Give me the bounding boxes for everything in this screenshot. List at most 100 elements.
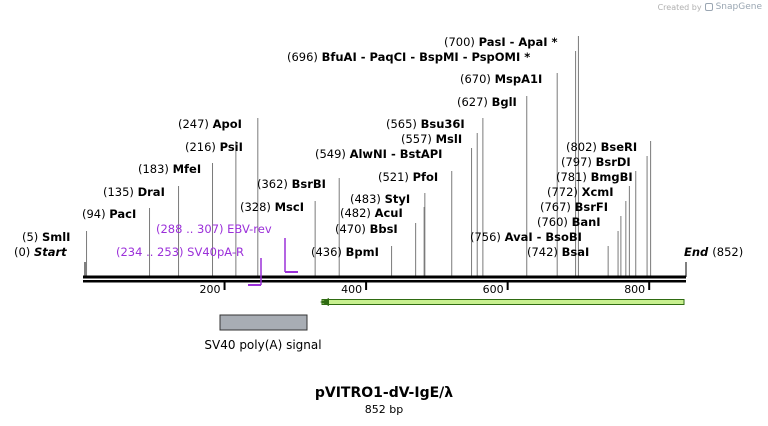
site-position: (183) bbox=[138, 162, 173, 176]
site-name: BsrBI bbox=[292, 177, 326, 191]
site-position: (549) bbox=[315, 147, 350, 161]
site-name: AvaI - BsoBI bbox=[505, 230, 582, 244]
site-position: (700) bbox=[444, 35, 479, 49]
site-label: (696) BfuAI - PaqCI - BspMI - PspOMI * bbox=[287, 50, 530, 64]
site-label: (760) BanI bbox=[537, 215, 601, 229]
site-label: (94) PacI bbox=[82, 207, 136, 221]
site-name: BanI bbox=[572, 215, 601, 229]
site-position: (94) bbox=[82, 207, 109, 221]
site-position: (557) bbox=[401, 132, 436, 146]
primer-label: (234 .. 253) SV40pA-R bbox=[116, 245, 244, 259]
snapgene-logo-icon bbox=[704, 3, 713, 11]
site-position: (5) bbox=[22, 230, 42, 244]
site-label: (521) PfoI bbox=[378, 170, 438, 184]
site-label: (670) MspA1I bbox=[460, 72, 542, 86]
primer-range: (288 .. 307) bbox=[156, 222, 227, 236]
site-name: DraI bbox=[138, 185, 165, 199]
backbone-top-strand bbox=[83, 275, 686, 279]
site-name: AcuI bbox=[375, 206, 403, 220]
site-label: (772) XcmI bbox=[547, 185, 614, 199]
start-label: (0) Start bbox=[14, 245, 67, 259]
site-name: PacI bbox=[109, 207, 136, 221]
site-label: (247) ApoI bbox=[178, 117, 242, 131]
site-label: (802) BseRI bbox=[566, 140, 637, 154]
site-label: (216) PsiI bbox=[185, 140, 243, 154]
site-name: ApoI bbox=[213, 117, 242, 131]
credit-text: Created by bbox=[657, 2, 702, 12]
site-position: (565) bbox=[386, 117, 421, 131]
orf-arrow bbox=[321, 299, 685, 305]
site-name: AlwNI - BstAPI bbox=[350, 147, 443, 161]
plasmid-length: 852 bp bbox=[364, 403, 404, 416]
site-position: (627) bbox=[457, 95, 492, 109]
site-label: (135) DraI bbox=[103, 185, 165, 199]
site-label: (470) BbsI bbox=[335, 222, 398, 236]
site-position: (797) bbox=[561, 155, 596, 169]
site-position: (216) bbox=[185, 140, 220, 154]
start-name: Start bbox=[34, 245, 67, 259]
site-name: Bsu36I bbox=[421, 117, 465, 131]
backbone-bottom-strand bbox=[83, 280, 686, 283]
site-label: (781) BmgBI bbox=[556, 170, 633, 184]
end-label: End (852) bbox=[684, 245, 743, 259]
site-name: PsiI bbox=[220, 140, 243, 154]
site-label: (767) BsrFI bbox=[540, 200, 608, 214]
primer-name: EBV-rev bbox=[227, 222, 272, 236]
site-position: (756) bbox=[470, 230, 505, 244]
site-name: BsrFI bbox=[575, 200, 608, 214]
ruler-tick-label: 600 bbox=[483, 283, 504, 296]
site-position: (470) bbox=[335, 222, 370, 236]
site-position: (760) bbox=[537, 215, 572, 229]
site-label: (362) BsrBI bbox=[257, 177, 326, 191]
primer-range: (234 .. 253) bbox=[116, 245, 187, 259]
site-label: (183) MfeI bbox=[138, 162, 201, 176]
site-name: BfuAI - PaqCI - BspMI - PspOMI * bbox=[322, 50, 531, 64]
site-position: (781) bbox=[556, 170, 591, 184]
site-position: (802) bbox=[566, 140, 601, 154]
site-position: (521) bbox=[378, 170, 413, 184]
orf-arrowhead bbox=[320, 298, 329, 306]
ruler-tick-label: 800 bbox=[624, 283, 645, 296]
start-position: (0) bbox=[14, 245, 34, 259]
site-name: MscI bbox=[275, 200, 304, 214]
site-position: (482) bbox=[340, 206, 375, 220]
site-position: (436) bbox=[311, 245, 346, 259]
site-name: BpmI bbox=[346, 245, 379, 259]
ruler-tick-label: 200 bbox=[200, 283, 221, 296]
site-position: (483) bbox=[350, 192, 385, 206]
primer-label: (288 .. 307) EBV-rev bbox=[156, 222, 272, 236]
site-name: BglI bbox=[492, 95, 517, 109]
site-name: BmgBI bbox=[591, 170, 633, 184]
site-name: BsrDI bbox=[596, 155, 631, 169]
ruler-tick-label: 400 bbox=[341, 283, 362, 296]
site-name: BsaI bbox=[562, 245, 590, 259]
credit: Created by SnapGene bbox=[658, 2, 762, 12]
site-label: (797) BsrDI bbox=[561, 155, 631, 169]
site-position: (772) bbox=[547, 185, 582, 199]
site-position: (247) bbox=[178, 117, 213, 131]
site-position: (670) bbox=[460, 72, 495, 86]
site-label: (5) SmlI bbox=[22, 230, 70, 244]
site-name: MslI bbox=[436, 132, 463, 146]
site-label: (436) BpmI bbox=[311, 245, 379, 259]
end-name: End bbox=[684, 245, 712, 259]
site-position: (767) bbox=[540, 200, 575, 214]
site-label: (557) MslI bbox=[401, 132, 462, 146]
site-name: PfoI bbox=[413, 170, 439, 184]
feature-label: SV40 poly(A) signal bbox=[204, 338, 321, 352]
site-name: MfeI bbox=[173, 162, 202, 176]
site-name: StyI bbox=[385, 192, 411, 206]
polya-signal-box bbox=[219, 314, 308, 331]
site-name: SmlI bbox=[42, 230, 71, 244]
site-label: (627) BglI bbox=[457, 95, 517, 109]
credit-brand: SnapGene bbox=[715, 2, 762, 12]
site-position: (742) bbox=[527, 245, 562, 259]
site-name: XcmI bbox=[582, 185, 614, 199]
site-position: (135) bbox=[103, 185, 138, 199]
site-label: (482) AcuI bbox=[340, 206, 403, 220]
site-position: (328) bbox=[240, 200, 275, 214]
site-name: BbsI bbox=[370, 222, 398, 236]
site-position: (696) bbox=[287, 50, 322, 64]
site-label: (756) AvaI - BsoBI bbox=[470, 230, 582, 244]
